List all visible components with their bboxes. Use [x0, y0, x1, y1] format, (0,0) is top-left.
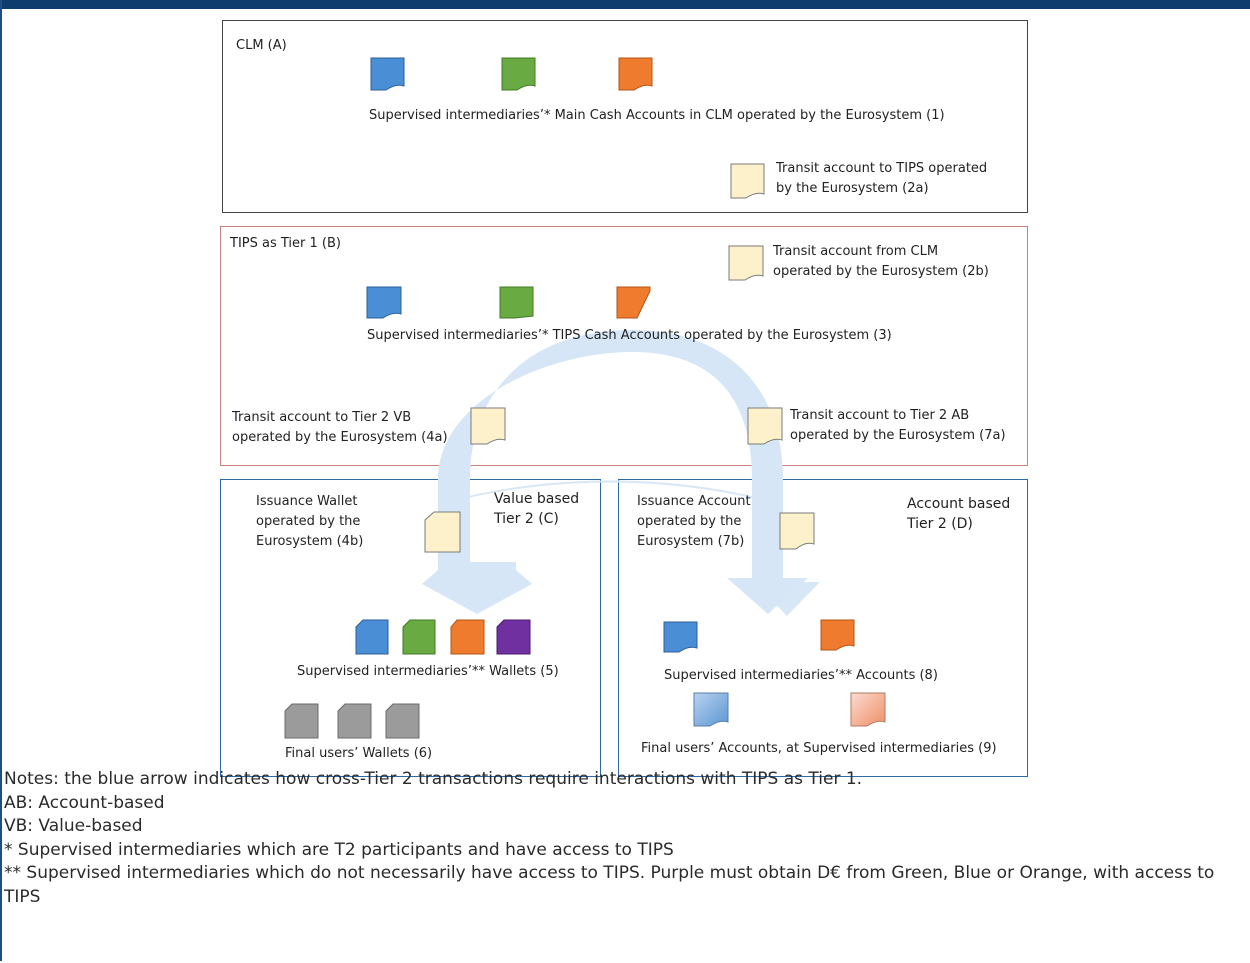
clm-transit-label-line1: Transit account to TIPS operated — [776, 161, 988, 176]
vb-orange-wallet-icon — [450, 619, 485, 655]
clm-title: CLM (A) — [236, 38, 287, 53]
vb-issuance-wallet-icon — [424, 511, 461, 553]
clm-account-icons — [370, 57, 765, 199]
tips-transit-vb-line2: operated by the Eurosystem (4a) — [232, 430, 448, 445]
ab-accounts-label: Supervised intermediaries’** Accounts (8… — [664, 668, 938, 683]
tips-title: TIPS as Tier 1 (B) — [230, 236, 341, 251]
figure-notes: Notes: the blue arrow indicates how cros… — [4, 768, 1244, 909]
tips-transit-from-clm-line1: Transit account from CLM — [773, 244, 939, 259]
header-bar — [0, 0, 1250, 9]
vb-final-user-wallet-icon-2 — [337, 703, 372, 739]
ab-issuance-line1: Issuance Account — [637, 494, 751, 509]
clm-transit-label-line2: by the Eurosystem (2a) — [776, 181, 929, 196]
tips-accounts-label: Supervised intermediaries’* TIPS Cash Ac… — [367, 328, 892, 343]
value-based-tier2-box — [220, 479, 601, 777]
vb-title-line1: Value based — [494, 491, 580, 507]
tips-transit-ab-icon — [747, 407, 783, 445]
tips-transit-ab-line2: operated by the Eurosystem (7a) — [790, 428, 1006, 443]
ab-title-line2: Tier 2 (D) — [907, 516, 973, 532]
vb-green-wallet-icon — [402, 619, 436, 655]
tips-green-account-icon — [499, 286, 534, 319]
tips-transit-vb-icon — [470, 407, 506, 445]
tips-orange-account-icon — [616, 286, 651, 319]
vb-issuance-line2: operated by the — [256, 514, 361, 529]
arc-arrow-right-head — [727, 578, 808, 614]
ab-title-line1: Account based — [907, 496, 1011, 512]
ab-orange-account-icon — [820, 619, 855, 651]
ab-final-users-label: Final users’ Accounts, at Supervised int… — [641, 741, 997, 756]
cross-tier2-arrow — [437, 480, 820, 616]
ab-blue-account-icon — [663, 621, 698, 653]
vb-title-line2: Tier 2 (C) — [494, 511, 559, 527]
vb-final-user-wallet-icon-3 — [385, 703, 420, 739]
tips-account-icons — [366, 245, 783, 445]
ab-issuance-line2: operated by the — [637, 514, 742, 529]
notes-line-arrow: Notes: the blue arrow indicates how cros… — [4, 769, 863, 789]
clm-orange-account-icon — [618, 57, 653, 91]
notes-line-single-star: * Supervised intermediaries which are T2… — [4, 839, 674, 860]
ab-icons — [663, 512, 886, 727]
vb-issuance-line1: Issuance Wallet — [256, 494, 358, 509]
account-based-tier2-box — [618, 479, 1028, 777]
ab-final-user-orange-account-icon — [850, 692, 886, 727]
clm-transit-account-icon — [730, 163, 765, 199]
vb-issuance-line3: Eurosystem (4b) — [256, 534, 364, 549]
arc-arrow-left-head — [422, 562, 532, 614]
clm-green-account-icon — [501, 57, 536, 91]
notes-line-ab: AB: Account-based — [4, 792, 165, 813]
vb-blue-wallet-icon — [355, 619, 389, 655]
vb-final-users-label: Final users’ Wallets (6) — [285, 746, 433, 761]
tips-transit-ab-line1: Transit account to Tier 2 AB — [790, 408, 970, 423]
ab-final-user-blue-account-icon — [693, 692, 729, 727]
vb-final-user-wallet-icon-1 — [284, 703, 319, 739]
tips-transit-from-clm-line2: operated by the Eurosystem (2b) — [773, 264, 989, 279]
vb-purple-wallet-icon — [496, 619, 531, 655]
tips-blue-account-icon — [366, 286, 402, 319]
ab-issuance-line3: Eurosystem (7b) — [637, 534, 745, 549]
tips-tier1-box — [220, 226, 1028, 466]
vb-wallets-label: Supervised intermediaries’** Wallets (5) — [297, 664, 559, 679]
ab-issuance-account-icon — [779, 512, 815, 550]
tips-transit-vb-line1: Transit account to Tier 2 VB — [232, 410, 412, 425]
tips-transit-from-clm-icon — [728, 245, 764, 281]
clm-accounts-label: Supervised intermediaries’* Main Cash Ac… — [369, 108, 945, 123]
notes-line-double-star: ** Supervised intermediaries which do no… — [4, 863, 1215, 907]
clm-box — [222, 20, 1028, 213]
clm-blue-account-icon — [370, 57, 405, 91]
vb-icons — [284, 511, 531, 739]
notes-line-vb: VB: Value-based — [4, 816, 143, 836]
